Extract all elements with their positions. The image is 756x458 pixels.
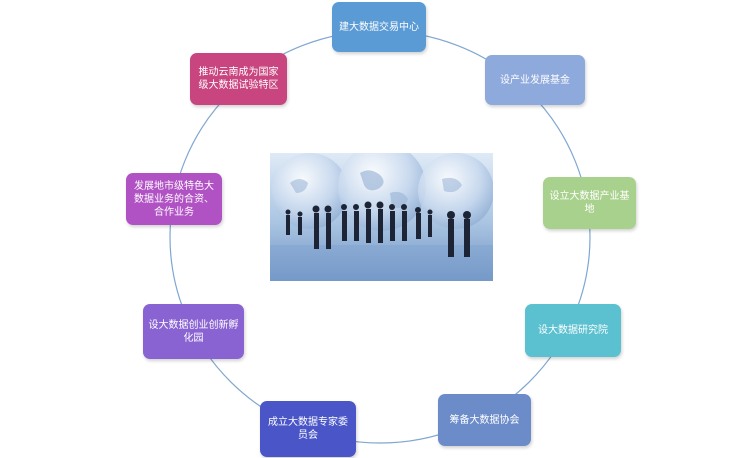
node-industry-base-label: 设立大数据产业基地 <box>549 191 630 215</box>
node-incubator: 设大数据创业创新孵化园 <box>143 304 244 359</box>
node-association-label: 筹备大数据协会 <box>449 414 520 426</box>
node-expert-committee: 成立大数据专家委员会 <box>260 401 356 457</box>
node-incubator-label: 设大数据创业创新孵化园 <box>148 319 239 344</box>
node-featured-business-label: 发展地市级特色大数据业务的合资、合作业务 <box>134 180 214 218</box>
node-research-institute-label: 设大数据研究院 <box>538 325 608 336</box>
node-industry-fund: 设产业发展基金 <box>485 55 585 105</box>
node-exchange-center-label: 建大数据交易中心 <box>339 21 419 33</box>
business-globe-image <box>270 153 493 281</box>
node-expert-committee-label: 成立大数据专家委员会 <box>268 417 348 441</box>
node-pilot-zone: 推动云南成为国家级大数据试验特区 <box>190 53 287 105</box>
node-industry-base: 设立大数据产业基地 <box>543 177 636 229</box>
node-industry-fund-label: 设产业发展基金 <box>500 74 570 86</box>
node-exchange-center: 建大数据交易中心 <box>332 2 426 52</box>
node-pilot-zone-label: 推动云南成为国家级大数据试验特区 <box>198 67 279 91</box>
node-research-institute: 设大数据研究院 <box>525 304 621 357</box>
node-association: 筹备大数据协会 <box>438 394 531 446</box>
node-featured-business: 发展地市级特色大数据业务的合资、合作业务 <box>126 173 222 225</box>
